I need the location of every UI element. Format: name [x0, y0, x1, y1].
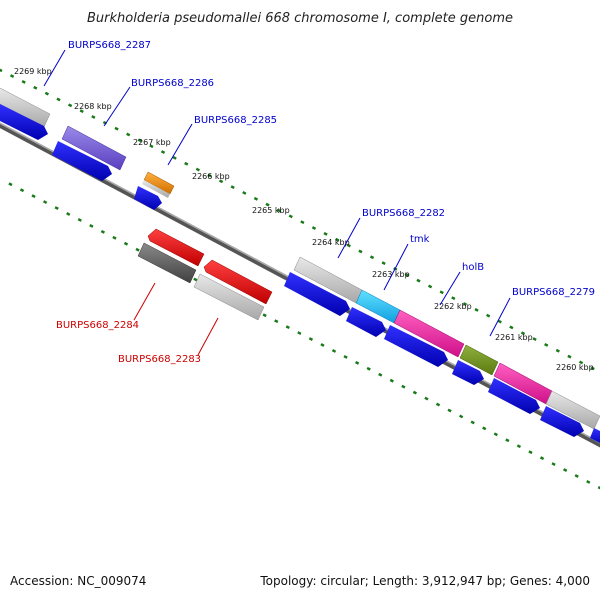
scale-label: 2265 kbp [252, 206, 290, 215]
cds-2282-arrow[interactable] [284, 272, 350, 316]
forward-features [0, 87, 600, 446]
gene-label-holB[interactable]: holB [462, 262, 484, 273]
scale-label: 2266 kbp [192, 172, 230, 181]
scale-label: 2267 kbp [133, 138, 171, 147]
gene-olive-block[interactable] [459, 344, 499, 376]
cds-2278-arrow[interactable] [540, 406, 584, 437]
reverse-features [137, 228, 273, 321]
gene-label-burps668-2286[interactable]: BURPS668_2286 [131, 78, 214, 89]
cds-2279-arrow[interactable] [488, 378, 540, 414]
cds-edge-arrow[interactable] [590, 428, 600, 446]
scale-label: 2262 kbp [434, 302, 472, 311]
gene-label-burps668-2279[interactable]: BURPS668_2279 [512, 287, 595, 298]
cds-2285-arrow[interactable] [134, 186, 162, 210]
gene-label-burps668-2282[interactable]: BURPS668_2282 [362, 208, 445, 219]
scale-label: 2260 kbp [556, 363, 594, 372]
gene-label-tmk[interactable]: tmk [410, 234, 430, 245]
gene-label-burps668-2284[interactable]: BURPS668_2284 [56, 320, 139, 331]
outer-tick-row [0, 68, 600, 374]
scale-label: 2268 kbp [74, 102, 112, 111]
map-title: Burkholderia pseudomallei 668 chromosome… [87, 11, 513, 26]
cds-olive-arrow[interactable] [452, 360, 484, 385]
gene-2285-under[interactable] [142, 180, 170, 198]
scale-label: 2263 kbp [372, 270, 410, 279]
gene-holB-block[interactable] [393, 309, 465, 358]
reverse-gene-labels [133, 282, 219, 356]
gene-2286-block[interactable] [61, 125, 127, 171]
scale-label: 2269 kbp [14, 67, 52, 76]
scale-label: 2261 kbp [495, 333, 533, 342]
forward-gene-label-text: BURPS668_2287 BURPS668_2286 BURPS668_228… [68, 40, 595, 298]
gene-2283-gray[interactable] [193, 273, 265, 321]
cds-2286-arrow[interactable] [52, 141, 112, 181]
gene-label-burps668-2287[interactable]: BURPS668_2287 [68, 40, 151, 51]
cds-tmk-arrow[interactable] [346, 307, 386, 337]
gene-label-burps668-2283[interactable]: BURPS668_2283 [118, 354, 201, 365]
gene-label-burps668-2285[interactable]: BURPS668_2285 [194, 115, 277, 126]
gene-2284-red[interactable] [147, 228, 205, 267]
scale-labels: 2269 kbp 2268 kbp 2267 kbp 2266 kbp 2265… [14, 67, 594, 372]
gene-2284-dark[interactable] [137, 242, 197, 284]
gene-2283-red[interactable] [203, 259, 273, 305]
accession-text: Accession: NC_009074 [10, 574, 147, 588]
scale-ticks [0, 68, 600, 490]
genome-summary-text: Topology: circular; Length: 3,912,947 bp… [260, 574, 590, 588]
reverse-gene-label-text: BURPS668_2284 BURPS668_2283 [56, 320, 201, 365]
forward-gene-labels [43, 49, 511, 337]
scale-label: 2264 kbp [312, 238, 350, 247]
cds-2287-arrow[interactable] [0, 104, 48, 140]
cds-holB-arrow[interactable] [384, 325, 448, 367]
